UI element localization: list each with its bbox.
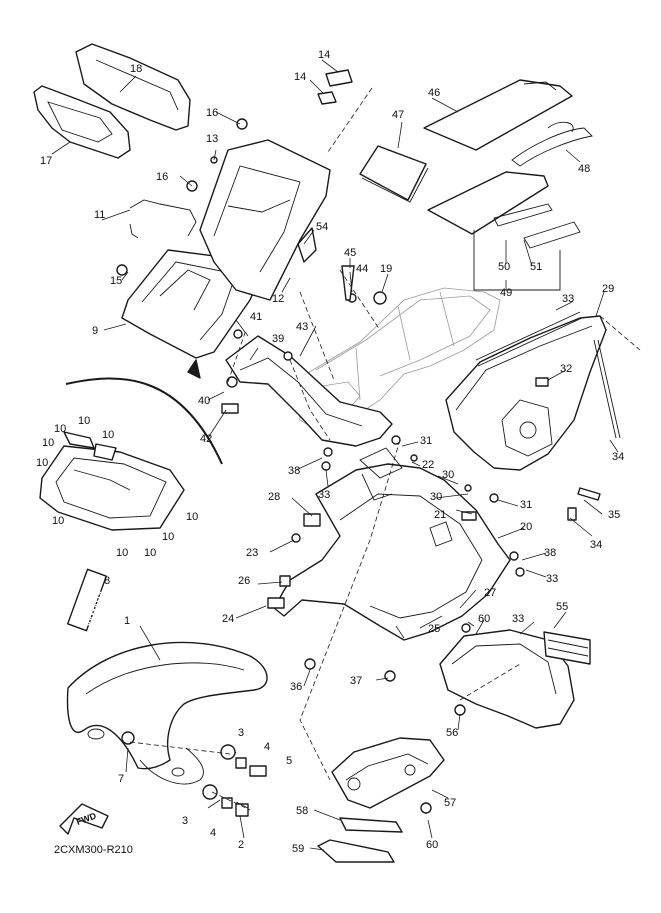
- callout-37a: 36: [290, 681, 302, 693]
- tail-cowl-part: [445, 311, 621, 501]
- callout-23: 23: [246, 547, 258, 559]
- owners-tools-group: [359, 79, 593, 291]
- lower-bracket-part: [317, 737, 445, 863]
- callout-6: 7: [118, 773, 124, 785]
- callout-52: 54: [316, 221, 328, 233]
- callout-50: 50: [498, 261, 510, 273]
- callout-10d: 10: [36, 457, 48, 469]
- callout-46: 46: [428, 87, 440, 99]
- callout-45: 45: [344, 247, 356, 259]
- callout-34a: 33: [562, 293, 574, 305]
- callout-40: 40: [198, 395, 210, 407]
- callout-42: 42: [200, 433, 212, 445]
- callout-3a: 3: [238, 727, 244, 739]
- callout-10a: 10: [78, 415, 90, 427]
- callout-56: 57: [444, 797, 456, 809]
- callout-22: 22: [422, 459, 434, 471]
- callout-29: 29: [602, 283, 614, 295]
- callout-3b: 3: [182, 815, 188, 827]
- callout-58: 59: [292, 843, 304, 855]
- callout-59: 60: [426, 839, 438, 851]
- relation-lines: [129, 87, 641, 811]
- callout-11: 11: [94, 209, 105, 221]
- callout-21: 21: [434, 509, 446, 521]
- hardware-group: [116, 69, 577, 817]
- callout-57: 58: [296, 805, 308, 817]
- callout-8: 9: [92, 325, 98, 337]
- callout-25: 25: [428, 623, 440, 635]
- callout-54: 55: [556, 601, 568, 613]
- callout-31b: 31: [520, 499, 532, 511]
- callout-27: 27: [484, 587, 496, 599]
- fwd-arrow-icon: [59, 803, 109, 835]
- callout-5: 5: [286, 755, 292, 767]
- callout-33a: 33: [318, 489, 330, 501]
- callout-31a: 31: [420, 435, 432, 447]
- callout-26: 26: [238, 575, 250, 587]
- callout-30a: 30: [442, 469, 454, 481]
- callout-14b: 14: [294, 71, 306, 83]
- callout-10i: 10: [186, 511, 198, 523]
- callout-14a: 14: [318, 49, 330, 61]
- callout-7: 8: [104, 575, 110, 587]
- license-bracket-part: [439, 629, 591, 729]
- callout-10b: 10: [54, 423, 66, 435]
- callout-53: 33: [512, 613, 524, 625]
- callout-10h: 10: [162, 531, 174, 543]
- callout-9: 10: [102, 429, 114, 441]
- callout-24: 24: [222, 613, 234, 625]
- callout-55: 56: [446, 727, 458, 739]
- callout-10c: 10: [42, 437, 54, 449]
- callout-16b: 16: [156, 171, 168, 183]
- part-code-label: 2CXM300-R210: [54, 844, 133, 856]
- leader-lines: [51, 59, 619, 851]
- callout-36: 35: [608, 509, 620, 521]
- callout-15: 15: [110, 275, 122, 287]
- callout-10g: 10: [144, 547, 156, 559]
- callout-10f: 10: [116, 547, 128, 559]
- callout-20: 20: [520, 521, 532, 533]
- callout-41: 41: [250, 311, 262, 323]
- callout-37b: 37: [350, 675, 362, 687]
- inset-tray-part: [39, 431, 185, 531]
- callout-38b: 38: [544, 547, 556, 559]
- callout-60: 60: [478, 613, 490, 625]
- callout-51: 51: [530, 261, 542, 273]
- rear-seat-cover-part: [33, 43, 191, 159]
- front-fender-part: [66, 568, 268, 785]
- callout-2: 2: [238, 839, 244, 851]
- inset-arrow-head: [187, 359, 201, 379]
- callout-33b: 33: [546, 573, 558, 585]
- callout-38a: 38: [288, 465, 300, 477]
- callout-10e: 10: [52, 515, 64, 527]
- callout-43: 43: [296, 321, 308, 333]
- callout-44: 44: [356, 263, 368, 275]
- callout-1: 1: [124, 615, 130, 627]
- callout-16a: 16: [206, 107, 218, 119]
- callout-32: 32: [560, 363, 572, 375]
- rear-tray-part: [121, 139, 331, 359]
- inset-arrow-curve: [65, 377, 223, 465]
- callout-19: 19: [380, 263, 392, 275]
- callout-12: 12: [272, 293, 284, 305]
- rail-bracket-part: [225, 335, 393, 447]
- callout-13: 13: [206, 133, 218, 145]
- callout-28: 28: [268, 491, 280, 503]
- callout-30b: 30: [430, 491, 442, 503]
- callout-35: 34: [590, 539, 602, 551]
- callout-4a: 4: [264, 741, 270, 753]
- callout-34b: 34: [612, 451, 624, 463]
- inner-fender-part: [273, 447, 511, 641]
- callout-47: 47: [392, 109, 404, 121]
- callout-39: 39: [272, 333, 284, 345]
- callout-17: 17: [40, 155, 52, 167]
- callout-49: 49: [500, 287, 512, 299]
- callout-4b: 4: [210, 827, 216, 839]
- callout-labels: 18 17 11 15 9 13 16 16 14 14 54 12 45 44…: [36, 49, 624, 855]
- callout-48: 48: [578, 163, 590, 175]
- callout-18: 18: [130, 63, 142, 75]
